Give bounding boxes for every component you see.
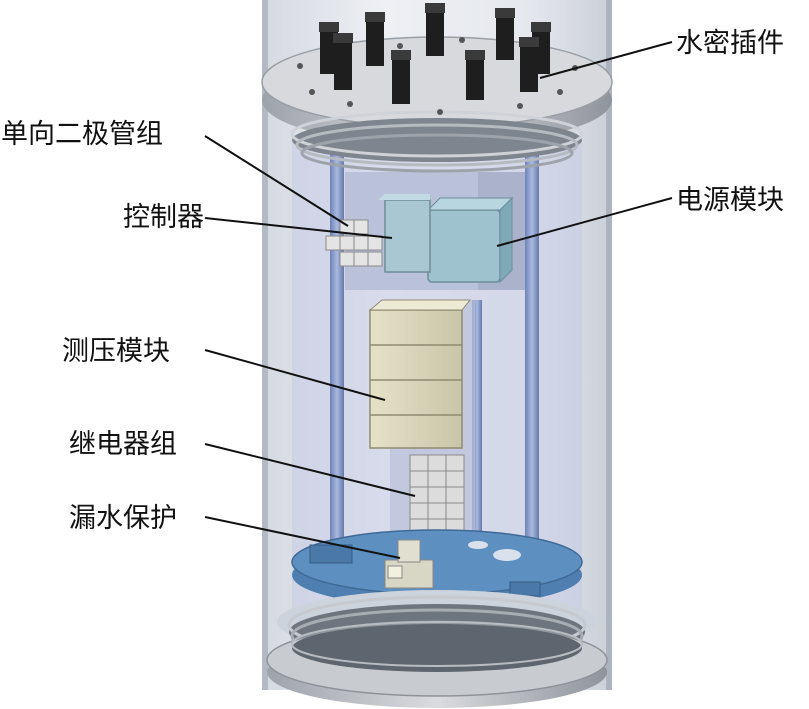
support-rods	[330, 150, 539, 600]
leader-power-module	[496, 197, 673, 247]
leader-diode-group	[204, 135, 349, 227]
leader-pressure-module	[204, 349, 386, 401]
leak-protection-sensor	[384, 539, 434, 589]
relay-group-stack	[409, 454, 465, 536]
power-module-box	[426, 196, 514, 284]
bottom-flange	[266, 590, 608, 708]
pressure-module-stack	[368, 299, 472, 449]
label-pressure-module: 测压模块	[62, 336, 170, 367]
diode-group-blocks	[325, 219, 383, 267]
leader-waterproof-connector	[539, 41, 673, 79]
leader-lines	[204, 41, 673, 559]
labels: 水密插件 单向二极管组 控制器 电源模块 测压模块 继电器组 漏水保护	[1, 28, 784, 534]
leader-leak-protection	[204, 516, 401, 559]
label-power-module: 电源模块	[676, 185, 784, 216]
leader-controller	[204, 217, 393, 239]
base-disc	[291, 529, 583, 607]
top-flange	[261, 36, 613, 173]
label-controller: 控制器	[123, 202, 204, 233]
controller-box	[378, 194, 431, 273]
label-leak-protection: 漏水保护	[69, 503, 177, 534]
label-diode-group: 单向二极管组	[1, 119, 163, 150]
waterproof-connectors	[297, 3, 578, 115]
label-relay-group: 继电器组	[69, 429, 177, 460]
label-waterproof-connector: 水密插件	[676, 28, 784, 59]
leader-relay-group	[204, 443, 416, 497]
